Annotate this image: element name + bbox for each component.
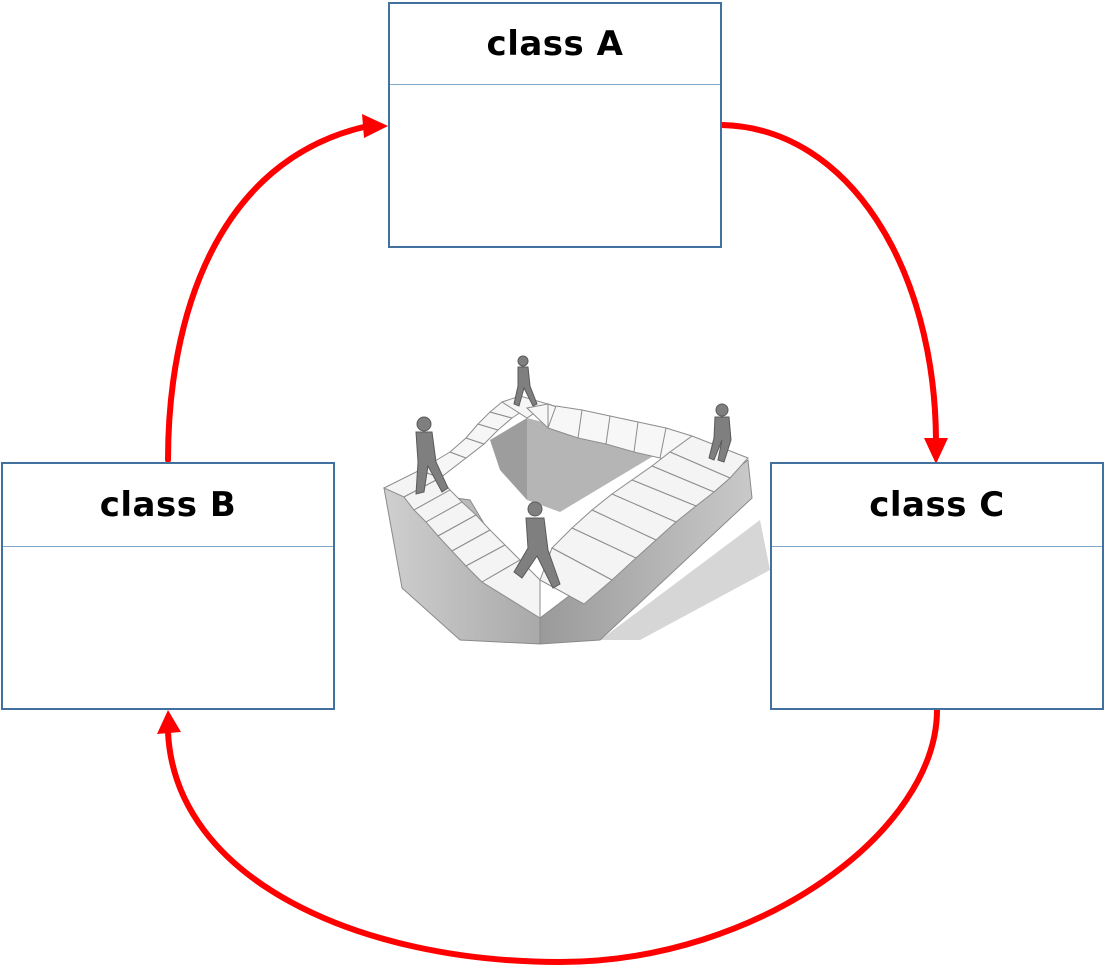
class-b-name-compartment: class B bbox=[3, 464, 333, 547]
class-c-name-compartment: class C bbox=[772, 464, 1102, 547]
arrow-a-to-c bbox=[719, 122, 939, 443]
arrow-b-to-a bbox=[165, 123, 371, 463]
class-c-box[interactable]: class C bbox=[770, 462, 1104, 710]
walker-figure-left bbox=[415, 416, 449, 495]
class-a-box[interactable]: class A bbox=[388, 2, 722, 248]
arrowhead-into-class-b bbox=[157, 710, 181, 734]
arrowhead-into-class-a bbox=[362, 114, 388, 138]
class-b-box[interactable]: class B bbox=[1, 462, 335, 710]
class-b-name: class B bbox=[99, 485, 237, 525]
class-a-name: class A bbox=[486, 24, 624, 64]
class-a-name-compartment: class A bbox=[390, 4, 720, 85]
walker-figure-right bbox=[708, 403, 732, 463]
arrow-c-to-b bbox=[165, 707, 940, 966]
class-c-name: class C bbox=[869, 485, 1005, 525]
walker-figure-front bbox=[513, 501, 561, 589]
walker-figure-top bbox=[513, 355, 538, 407]
arrowhead-into-class-c bbox=[924, 438, 948, 464]
